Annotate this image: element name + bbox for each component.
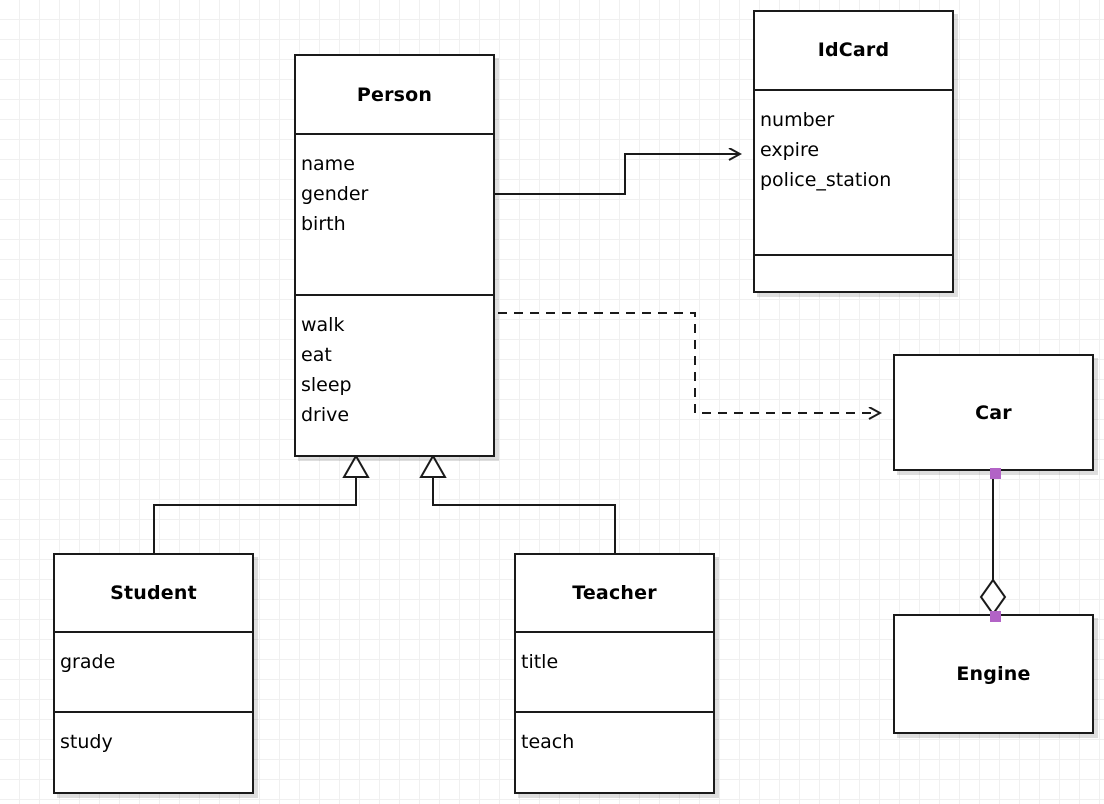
connection-handle[interactable] (989, 610, 1001, 622)
class-attributes-compartment: name gender birth (296, 133, 493, 293)
class-methods-compartment (755, 253, 952, 291)
hollow-triangle-icon (342, 453, 370, 478)
class-title-compartment: Person (296, 56, 493, 133)
class-title-compartment: Teacher (516, 555, 713, 631)
class-name-label: Engine (956, 663, 1031, 685)
class-node-engine[interactable]: Engine (893, 610, 1094, 734)
class-title-compartment: Engine (895, 616, 1092, 732)
class-name-label: Teacher (572, 582, 657, 605)
class-name-label: IdCard (817, 39, 890, 62)
attribute-item: name (301, 153, 355, 176)
class-methods-compartment: study (55, 711, 252, 792)
class-node-car[interactable]: Car (893, 354, 1094, 479)
class-node-person[interactable]: Person name gender birth walk eat sleep … (294, 54, 495, 457)
dependency-line (498, 312, 880, 413)
aggregation-car-engine[interactable] (979, 471, 1007, 616)
method-item: walk (301, 313, 345, 336)
class-node-teacher[interactable]: Teacher title teach (514, 553, 715, 794)
attribute-item: expire (760, 138, 820, 161)
class-name-label: Car (975, 401, 1012, 424)
dependency-person-car[interactable] (498, 312, 880, 413)
association-line (495, 154, 740, 195)
method-item: sleep (301, 373, 352, 396)
attribute-item: police_station (760, 168, 892, 191)
class-title-compartment: Car (895, 356, 1092, 469)
attribute-item: number (760, 108, 835, 131)
hollow-diamond-icon (979, 578, 1007, 616)
method-item: study (60, 731, 113, 754)
class-methods-compartment: teach (516, 711, 713, 792)
connection-handle[interactable] (989, 467, 1001, 479)
class-node-idcard[interactable]: IdCard number expire police_station (753, 10, 954, 293)
attribute-item: birth (301, 213, 346, 236)
generalization-line (153, 472, 357, 553)
association-person-idcard[interactable] (495, 154, 740, 195)
class-title-compartment: IdCard (755, 12, 952, 89)
class-node-student[interactable]: Student grade study (53, 553, 254, 794)
attribute-item: title (521, 651, 559, 674)
method-item: eat (301, 343, 332, 366)
generalization-line (432, 472, 616, 553)
class-attributes-compartment: grade (55, 631, 252, 711)
method-item: drive (301, 403, 350, 426)
method-item: teach (521, 731, 575, 754)
class-attributes-compartment: title (516, 631, 713, 711)
attribute-item: gender (301, 183, 369, 206)
class-attributes-compartment: number expire police_station (755, 88, 952, 254)
generalization-teacher-person[interactable] (419, 453, 616, 553)
class-name-label: Student (110, 582, 197, 605)
attribute-item: grade (60, 651, 116, 674)
generalization-student-person[interactable] (153, 453, 370, 553)
class-methods-compartment: walk eat sleep drive (296, 293, 493, 455)
hollow-triangle-icon (419, 453, 447, 478)
class-name-label: Person (356, 83, 433, 106)
class-title-compartment: Student (55, 555, 252, 631)
